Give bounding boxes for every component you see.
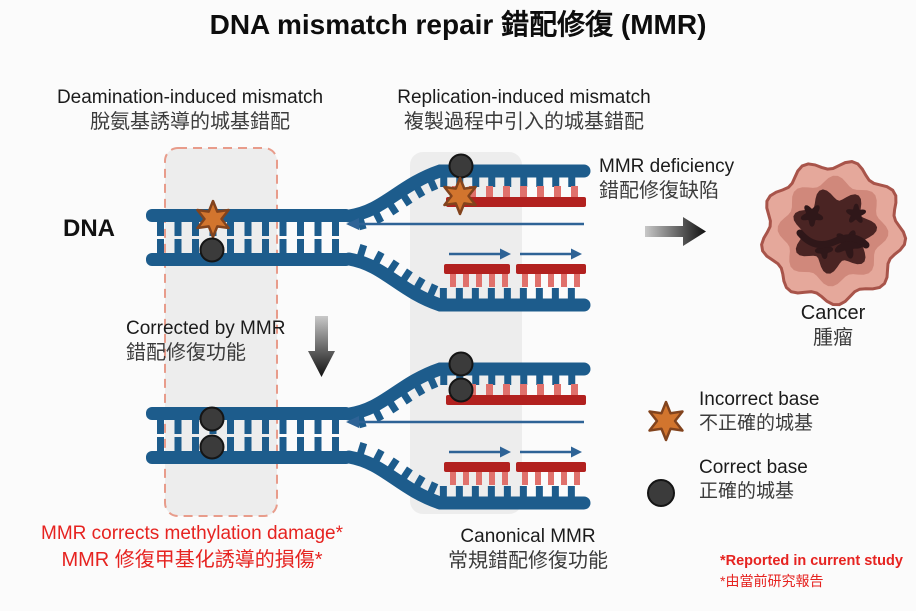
legend-incorrect-en: Incorrect base	[699, 389, 820, 410]
deamination-header-en: Deamination-induced mismatch	[56, 87, 324, 108]
correct-base-circle-icon	[448, 351, 474, 377]
tumor-illustration	[760, 160, 908, 307]
canonical-en: Canonical MMR	[460, 526, 596, 547]
replication-header-en: Replication-induced mismatch	[397, 87, 651, 108]
methylation-note: MMR corrects methylation damage* MMR 修復甲…	[8, 522, 376, 573]
footnote-zh: *由當前研究報告	[720, 572, 824, 589]
legend-incorrect-zh: 不正確的城基	[699, 413, 814, 435]
right-arrow-icon	[645, 217, 706, 246]
canonical-mmr-label: Canonical MMR 常規錯配修復功能	[408, 525, 648, 574]
mmr-deficiency-label: MMR deficiency 錯配修復缺陷	[599, 155, 734, 204]
legend-correct-base: Correct base 正確的城基	[699, 456, 808, 503]
correct-base-circle-icon	[448, 377, 474, 403]
legend-incorrect-base: Incorrect base 不正確的城基	[699, 388, 819, 435]
study-footnote: *Reported in current study *由當前研究報告	[720, 553, 903, 590]
dna-duplex-corrected	[146, 406, 352, 464]
cancer-en: Cancer	[800, 302, 866, 324]
legend-correct-zh: 正確的城基	[699, 481, 795, 503]
replication-header: Replication-induced mismatch 複製過程中引入的城基錯…	[356, 86, 692, 135]
methylation-note-en: MMR corrects methylation damage*	[41, 523, 343, 544]
page-title: DNA mismatch repair 錯配修復 (MMR)	[209, 9, 707, 40]
replication-fork-mismatch	[342, 153, 591, 312]
corrected-en: Corrected by MMR	[126, 318, 286, 339]
correct-base-circle-icon	[199, 237, 225, 263]
mmr-deficiency-en: MMR deficiency	[599, 156, 735, 177]
corrected-by-mmr-label: Corrected by MMR 錯配修復功能	[126, 317, 285, 366]
canonical-highlight-band	[410, 152, 522, 514]
deamination-header: Deamination-induced mismatch 脫氨基誘導的城基錯配	[22, 86, 358, 135]
replication-fork-canonical	[342, 351, 591, 510]
correct-base-circle-icon	[448, 153, 474, 179]
methylation-note-zh: MMR 修復甲基化誘導的損傷*	[61, 549, 323, 572]
incorrect-base-star-icon	[196, 199, 230, 239]
cancer-zh: 腫瘤	[813, 327, 853, 350]
correct-base-circle-icon	[647, 479, 675, 507]
legend-correct-en: Correct base	[699, 457, 808, 478]
mmr-deficiency-zh: 錯配修復缺陷	[599, 180, 719, 203]
deamination-header-zh: 脫氨基誘導的城基錯配	[90, 111, 290, 134]
correct-base-circle-icon	[199, 406, 225, 432]
dna-label: DNA	[63, 215, 115, 242]
down-arrow-icon	[308, 316, 335, 377]
incorrect-base-star-icon	[648, 400, 684, 442]
corrected-zh: 錯配修復功能	[126, 342, 246, 365]
footnote-en: *Reported in current study	[720, 553, 903, 569]
dna-duplex-deamination	[146, 199, 352, 266]
replication-header-zh: 複製過程中引入的城基錯配	[404, 111, 644, 134]
correct-base-circle-icon	[199, 434, 225, 460]
canonical-zh: 常規錯配修復功能	[448, 550, 608, 573]
cancer-label: Cancer 腫瘤	[765, 301, 901, 351]
incorrect-base-star-icon	[443, 176, 477, 216]
